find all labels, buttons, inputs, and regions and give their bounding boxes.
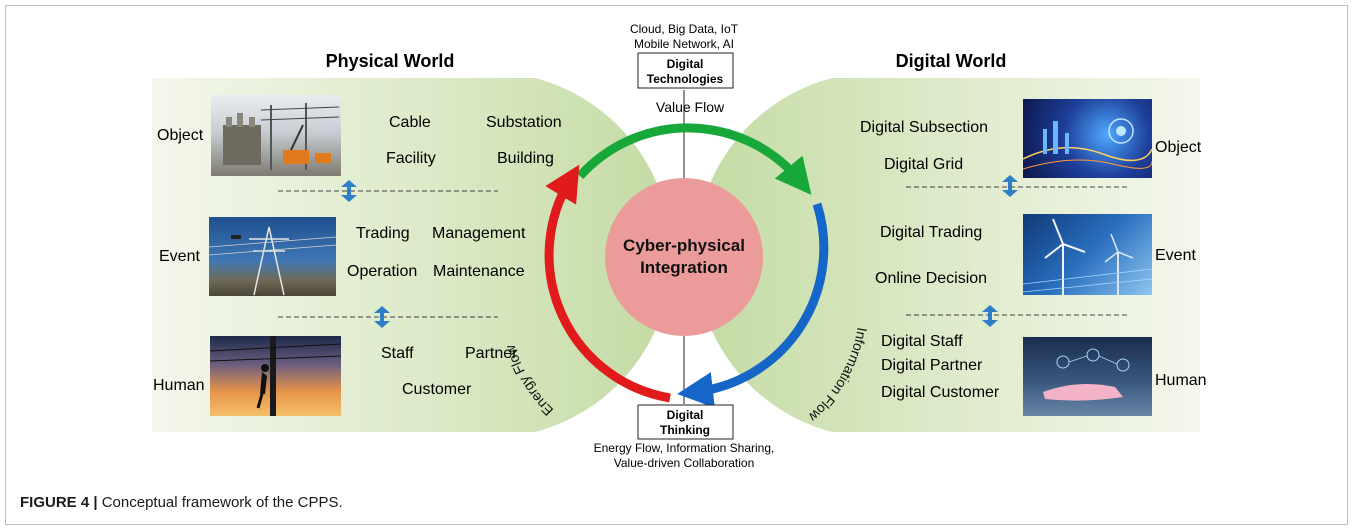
wind-turbine-photo bbox=[1023, 214, 1152, 295]
digital-hand-photo bbox=[1023, 337, 1152, 416]
digital-item-grid: Digital Grid bbox=[884, 156, 963, 173]
digital-item-staff: Digital Staff bbox=[881, 333, 963, 350]
digital-city-photo bbox=[1023, 99, 1152, 178]
tech-list-line1: Cloud, Big Data, IoT bbox=[630, 22, 739, 36]
substation-photo bbox=[211, 95, 341, 176]
physical-event-label: Event bbox=[159, 248, 200, 265]
digital-item-partner: Digital Partner bbox=[881, 357, 983, 374]
transmission-tower-photo bbox=[209, 217, 336, 296]
cyber-physical-circle bbox=[605, 178, 763, 336]
physical-item-facility: Facility bbox=[386, 150, 436, 167]
figure-frame bbox=[5, 5, 1348, 525]
thinking-desc-line1: Energy Flow, Information Sharing, bbox=[594, 441, 775, 455]
thinking-desc-line2: Value-driven Collaboration bbox=[614, 456, 755, 470]
digital-thinking-line1: Digital bbox=[667, 408, 704, 422]
center-title-line1: Cyber-physical bbox=[623, 236, 745, 255]
tech-list-line2: Mobile Network, AI bbox=[634, 37, 734, 51]
digital-event-label: Event bbox=[1155, 247, 1196, 264]
digital-technologies-box bbox=[637, 52, 734, 89]
digital-double-arrow-1 bbox=[1002, 175, 1018, 197]
physical-item-partner: Partner bbox=[465, 345, 518, 362]
physical-item-building: Building bbox=[497, 150, 554, 167]
value-flow-label: Value Flow bbox=[656, 99, 725, 115]
digital-double-arrow-2 bbox=[982, 305, 998, 327]
digital-thinking-box bbox=[637, 404, 734, 440]
figure-caption: FIGURE 4 | Conceptual framework of the C… bbox=[20, 494, 343, 511]
physical-double-arrow-2 bbox=[374, 306, 390, 328]
physical-item-trading: Trading bbox=[356, 225, 410, 242]
lineman-photo bbox=[210, 336, 341, 416]
digital-technologies-line1: Digital bbox=[667, 57, 704, 71]
digital-world-title: Digital World bbox=[896, 51, 1007, 71]
center-title-line2: Integration bbox=[640, 258, 728, 277]
value-flow-arrow bbox=[576, 123, 812, 195]
physical-item-customer: Customer bbox=[402, 381, 472, 398]
digital-object-label: Object bbox=[1155, 139, 1202, 156]
physical-item-staff: Staff bbox=[381, 345, 414, 362]
physical-world-title: Physical World bbox=[326, 51, 455, 71]
information-flow-arrow bbox=[677, 202, 829, 408]
digital-item-customer: Digital Customer bbox=[881, 384, 1000, 401]
digital-item-subsection: Digital Subsection bbox=[860, 119, 988, 136]
digital-item-trading: Digital Trading bbox=[880, 224, 982, 241]
digital-human-label: Human bbox=[1155, 372, 1207, 389]
physical-item-maintenance: Maintenance bbox=[433, 263, 525, 280]
energy-flow-arrow bbox=[544, 164, 671, 403]
digital-thinking-line2: Thinking bbox=[660, 423, 710, 437]
physical-item-substation: Substation bbox=[486, 114, 562, 131]
physical-item-operation: Operation bbox=[347, 263, 417, 280]
figure-caption-label: FIGURE 4 | bbox=[20, 494, 98, 511]
physical-object-label: Object bbox=[157, 127, 204, 144]
physical-item-management: Management bbox=[432, 225, 526, 242]
digital-technologies-line2: Technologies bbox=[647, 72, 724, 86]
physical-human-label: Human bbox=[153, 377, 205, 394]
figure-caption-text: Conceptual framework of the CPPS. bbox=[97, 494, 343, 511]
physical-double-arrow-1 bbox=[341, 180, 357, 202]
digital-item-online-decision: Online Decision bbox=[875, 270, 987, 287]
physical-item-cable: Cable bbox=[389, 114, 431, 131]
